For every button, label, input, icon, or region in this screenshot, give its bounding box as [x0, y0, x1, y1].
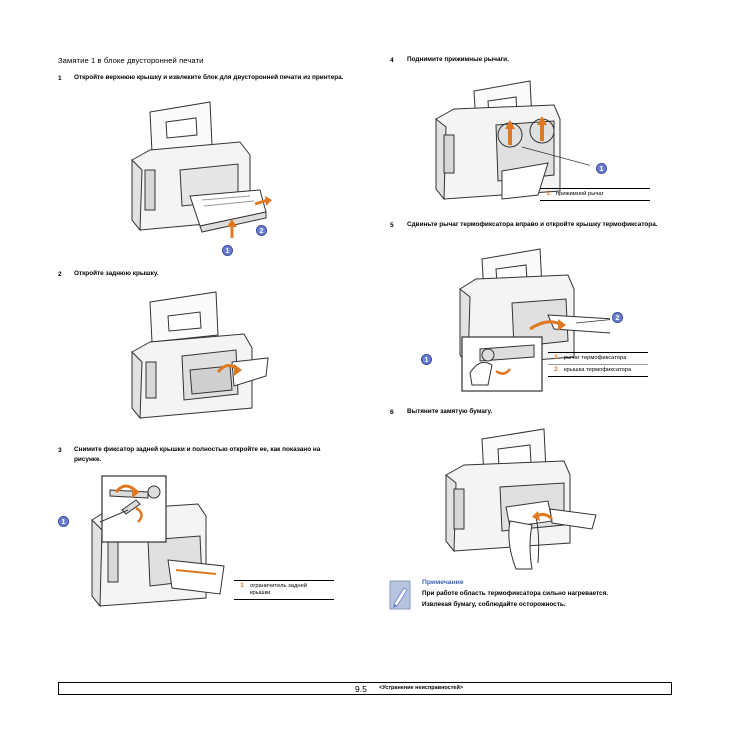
marker-1: 1 [222, 245, 233, 256]
marker-1: 1 [421, 354, 432, 365]
page-title: Замятие 1 в блоке двусторонней печати [58, 56, 204, 65]
fuser-cover-illustration [459, 248, 610, 392]
callout-label: прижимной рычаг [556, 191, 604, 197]
step-3-text: Снимите фиксатор задней крышки и полност… [74, 446, 321, 463]
callout-number: 1 [546, 190, 550, 197]
step-5-text: Сдвиньте рычаг термофиксатора вправо и о… [407, 221, 658, 228]
step-1-number: 1 [58, 75, 62, 82]
step-2-text: Откройте заднюю крышку. [74, 270, 159, 277]
page-number: 9.5 [355, 684, 367, 694]
callout-table-step5: 1 рычаг термофиксатора 2 крышка термофик… [548, 352, 648, 377]
step-5-number: 5 [390, 222, 394, 229]
callout-table-step4: 1 прижимной рычаг [540, 188, 650, 201]
callout-row: 1 ограничитель задней крышки [234, 581, 334, 599]
step-6-text: Вытяните замятую бумагу. [407, 408, 493, 415]
note-title: Примечание [422, 579, 464, 586]
printer-duplex-removal-illustration [131, 101, 272, 238]
step-4-number: 4 [390, 57, 394, 64]
marker-1: 1 [58, 516, 69, 527]
callout-label: рычаг термофиксатора [564, 355, 627, 361]
note-line-2: Извлекая бумагу, соблюдайте осторожность… [422, 601, 566, 608]
callout-label: крышка термофиксатора [564, 366, 632, 373]
callout-number: 1 [554, 354, 558, 361]
marker-2: 2 [612, 312, 623, 323]
callout-row: 2 крышка термофиксатора [548, 363, 648, 376]
note-icon [389, 580, 411, 610]
step-6-number: 6 [390, 409, 394, 416]
note-line-1: При работе область термофиксатора сильно… [422, 590, 609, 597]
marker-2: 2 [256, 225, 267, 236]
page-footer: 9.5 <Устранение неисправностей> [58, 682, 672, 695]
callout-number: 1 [240, 582, 244, 589]
pull-paper-illustration [445, 428, 597, 570]
callout-table-step3: 1 ограничитель задней крышки [234, 580, 334, 600]
callout-row: 1 рычаг термофиксатора [548, 353, 648, 364]
step-1-text: Откройте верхнюю крышку и извлеките блок… [74, 74, 344, 81]
printer-rear-cover-illustration [131, 291, 269, 420]
pressure-lever-illustration [435, 80, 590, 201]
rear-cover-stopper-illustration [91, 475, 225, 608]
footer-section: <Устранение неисправностей> [379, 685, 464, 691]
step-2-number: 2 [58, 271, 62, 278]
callout-row: 1 прижимной рычаг [540, 189, 650, 200]
step-3-number: 3 [58, 447, 62, 454]
callout-number: 2 [554, 365, 558, 373]
marker-1: 1 [596, 163, 607, 174]
callout-label: ограничитель задней крышки [250, 583, 308, 596]
step-4-text: Поднимите прижимные рычаги. [407, 56, 509, 63]
